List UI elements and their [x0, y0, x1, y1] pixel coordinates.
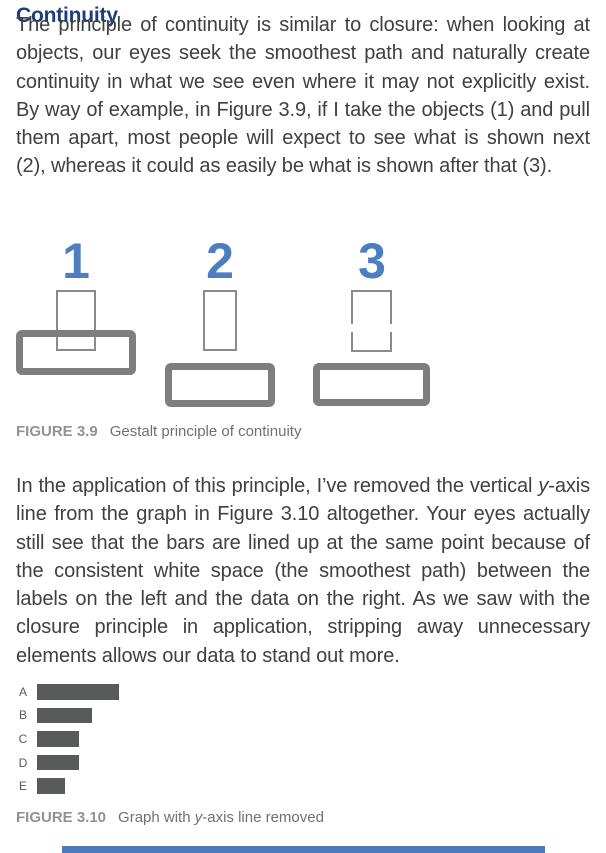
paragraph-2: In the application of this principle, I’…: [16, 475, 590, 667]
bar: [37, 754, 79, 771]
group3-vertical-rect-top-open: [351, 290, 392, 324]
figure-3-10-caption: FIGURE 3.10 Graph with y-axis line remove…: [16, 808, 324, 828]
bar: [37, 684, 119, 700]
figure-3-9-caption: FIGURE 3.9 Gestalt principle of continuit…: [16, 422, 301, 442]
group3-horizontal-rect: [313, 363, 430, 406]
chart-row: C: [16, 731, 119, 747]
chart-row: B: [16, 707, 119, 724]
group3-vertical-rect-bottom-open: [351, 332, 392, 352]
figure-3-9-caption-text: Gestalt principle of continuity: [109, 423, 302, 440]
figure-3-10-caption-text: Graph with y-axis line removed: [118, 809, 324, 826]
section-heading: Continuity: [16, 4, 118, 27]
bar-label: C: [18, 731, 28, 746]
figure-3-9-label-3: 3: [358, 233, 386, 289]
chart-row: D: [16, 754, 119, 771]
figure-3-9-label-1: 1: [62, 233, 90, 289]
group1-horizontal-rect: [16, 330, 136, 375]
bar-label: D: [18, 755, 28, 770]
bar-label: A: [18, 684, 27, 699]
bottom-blue-bar: [62, 846, 545, 853]
figure-3-9-caption-label: FIGURE 3.9: [16, 423, 98, 440]
figure-3-10-caption-label: FIGURE 3.10: [16, 809, 107, 826]
bar-label: B: [18, 708, 27, 723]
group2-vertical-rect: [203, 290, 237, 351]
bar: [37, 707, 92, 724]
figure-3-9-label-2: 2: [206, 233, 234, 289]
group2-horizontal-rect: [165, 363, 275, 407]
bar: [37, 778, 65, 794]
chart-row: E: [16, 778, 119, 794]
bar-label: E: [18, 779, 27, 794]
bar: [37, 731, 79, 747]
group1-vertical-rect: [56, 290, 96, 351]
chart-row: A: [16, 684, 119, 700]
paragraph-1: The principle of continuity is similar t…: [16, 14, 590, 178]
